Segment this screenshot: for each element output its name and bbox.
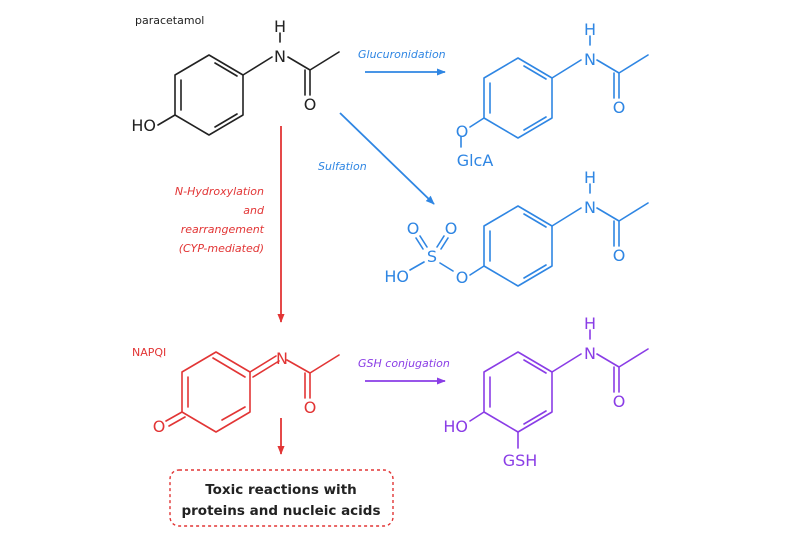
paracetamol-ring bbox=[174, 54, 244, 136]
paracetamol-name: paracetamol bbox=[135, 14, 204, 27]
napqi-structure bbox=[165, 351, 340, 433]
glucuronide-bonds bbox=[460, 35, 649, 148]
sulfate-o-top-right-atom: O bbox=[445, 219, 458, 238]
sulfation-arrow bbox=[339, 112, 435, 205]
glucuronide-h-atom: H bbox=[584, 20, 596, 39]
sulfate-h-atom: H bbox=[584, 168, 596, 187]
sulfate-bonds bbox=[409, 183, 649, 276]
hydroxylation-label-line-2: and bbox=[243, 204, 265, 217]
napqi-ring-double-bonds bbox=[187, 357, 246, 421]
gsh-conjugate-bonds bbox=[469, 329, 649, 449]
paracetamol-structure bbox=[157, 32, 340, 136]
glucuronide-ring-double-bonds bbox=[489, 65, 547, 131]
napqi-bonds bbox=[165, 354, 340, 427]
gsh-conjugate-ring-double-bonds bbox=[489, 359, 547, 425]
napqi-name: NAPQI bbox=[132, 346, 166, 359]
sulfate-s-atom: S bbox=[427, 247, 437, 266]
gsh-conjugate-gsh-group: GSH bbox=[503, 451, 538, 470]
gsh-conjugate-ho-group: HO bbox=[443, 417, 468, 436]
gsh-conjugation-label: GSH conjugation bbox=[358, 357, 450, 370]
sulfate-n-atom: N bbox=[584, 198, 596, 217]
napqi-n-atom: N bbox=[276, 349, 288, 368]
gsh-conjugate-o-atom: O bbox=[613, 392, 626, 411]
toxic-box-line-2: proteins and nucleic acids bbox=[181, 503, 380, 519]
sulfation-label: Sulfation bbox=[318, 160, 367, 173]
paracetamol-o-atom: O bbox=[304, 95, 317, 114]
gsh-conjugate-h-atom: H bbox=[584, 314, 596, 333]
hydroxylation-label-line-1: N-Hydroxylation bbox=[175, 185, 264, 198]
sulfate-ring bbox=[483, 205, 553, 287]
napqi-ring-o-atom: O bbox=[153, 417, 166, 436]
napqi-ring bbox=[181, 351, 251, 433]
sulfate-o-atom: O bbox=[613, 246, 626, 265]
gsh-conjugate-ring bbox=[483, 351, 553, 433]
napqi-o-atom: O bbox=[304, 398, 317, 417]
paracetamol-h-atom: H bbox=[274, 17, 286, 36]
sulfate-ho-group: HO bbox=[384, 267, 409, 286]
glucuronide-glca-group: GlcA bbox=[457, 151, 494, 170]
paracetamol-ho-group: HO bbox=[131, 116, 156, 135]
hydroxylation-label-line-4: (CYP-mediated) bbox=[179, 242, 264, 255]
hydroxylation-label-line-3: rearrangement bbox=[181, 223, 265, 236]
glucuronide-structure bbox=[460, 35, 649, 148]
paracetamol-ring-double-bonds bbox=[180, 62, 238, 128]
glucuronidation-label: Glucuronidation bbox=[358, 48, 446, 61]
sulfate-ring-double-bonds bbox=[489, 213, 547, 279]
toxic-box-line-1: Toxic reactions with bbox=[205, 482, 357, 498]
gsh-conjugate-n-atom: N bbox=[584, 344, 596, 363]
sulfate-structure bbox=[409, 183, 649, 287]
glucuronide-ring bbox=[483, 57, 553, 139]
sulfate-bridge-o-atom: O bbox=[456, 268, 469, 287]
paracetamol-bonds bbox=[157, 32, 340, 126]
glucuronide-o-atom: O bbox=[613, 98, 626, 117]
gsh-conjugate-structure bbox=[469, 329, 649, 449]
paracetamol-n-atom: N bbox=[274, 47, 286, 66]
sulfate-o-top-left-atom: O bbox=[407, 219, 420, 238]
toxic-reactions-box bbox=[169, 469, 394, 527]
glucuronide-n-atom: N bbox=[584, 50, 596, 69]
glucuronide-ring-o-atom: O bbox=[456, 122, 469, 141]
